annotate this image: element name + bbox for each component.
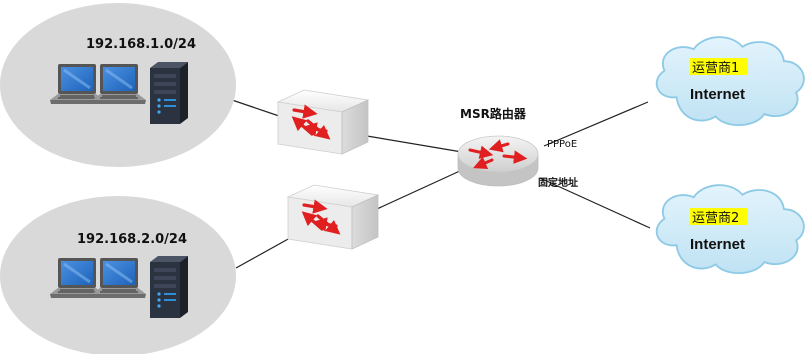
links	[231, 99, 651, 269]
isp2-cloud: 运营商2 Internet	[655, 184, 805, 275]
isp1-internet-label: Internet	[690, 86, 745, 103]
link-lan2-switch2	[235, 237, 291, 269]
link-router-isp1	[543, 101, 649, 147]
isp2-highlight	[690, 208, 748, 225]
router-label: MSR路由器	[460, 106, 527, 121]
switch-icon	[288, 185, 378, 249]
lan1-zone: 192.168.1.0/24	[0, 3, 236, 167]
link-lan1-switch1	[231, 99, 283, 118]
server-icon	[150, 62, 188, 124]
laptop-icon	[90, 256, 148, 300]
link-switch1-router	[354, 133, 463, 153]
lan1-subnet-label: 192.168.1.0/24	[86, 37, 196, 52]
laptop-icon	[90, 62, 148, 106]
link-label-fixed-address: 固定地址	[538, 176, 578, 189]
link-label-pppoe: PPPoE	[547, 139, 577, 150]
isp2-internet-label: Internet	[690, 236, 745, 253]
router-icon	[457, 135, 539, 187]
lan2-subnet-label: 192.168.2.0/24	[77, 232, 187, 247]
isp2-name: 运营商2	[692, 211, 739, 226]
server-icon	[150, 256, 188, 318]
lan2-zone: 192.168.2.0/24	[0, 196, 236, 354]
isp1-highlight	[690, 58, 748, 75]
isp1-cloud: 运营商1 Internet	[655, 36, 805, 127]
cloud-icon	[655, 184, 805, 275]
isp1-name: 运营商1	[692, 61, 739, 76]
switch-icon	[278, 90, 368, 154]
cloud-icon	[655, 36, 805, 127]
link-switch2-router	[365, 169, 463, 215]
link-router-isp2	[539, 177, 651, 229]
